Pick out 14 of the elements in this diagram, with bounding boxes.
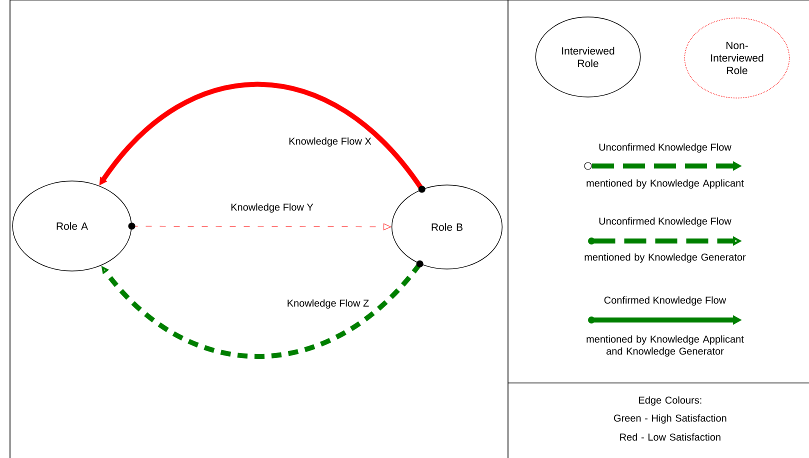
legend-text: Unconfirmed Knowledge Flow xyxy=(599,143,732,153)
arrow xyxy=(128,222,392,230)
edge-label: Knowledge Flow Z xyxy=(286,298,370,310)
note-text: Green - High Satisfaction xyxy=(614,414,726,424)
note-text: Red - Low Satisfaction xyxy=(620,433,720,441)
arrow xyxy=(99,82,426,193)
legend-text: mentioned by Knowledge Generator xyxy=(584,253,746,263)
legend-text: Confirmed Knowledge Flow xyxy=(604,296,726,306)
legend-text: mentioned by Knowledge Applicant xyxy=(586,179,744,189)
edge-label: Knowledge Flow X xyxy=(288,136,372,148)
legend-text: mentioned by Knowledge Applicant and Knowledge Generator xyxy=(586,335,744,357)
note-text: Edge Colours: xyxy=(639,396,702,406)
edge-label: Knowledge Flow Y xyxy=(230,202,314,214)
legend-text: Unconfirmed Knowledge Flow xyxy=(599,217,732,227)
